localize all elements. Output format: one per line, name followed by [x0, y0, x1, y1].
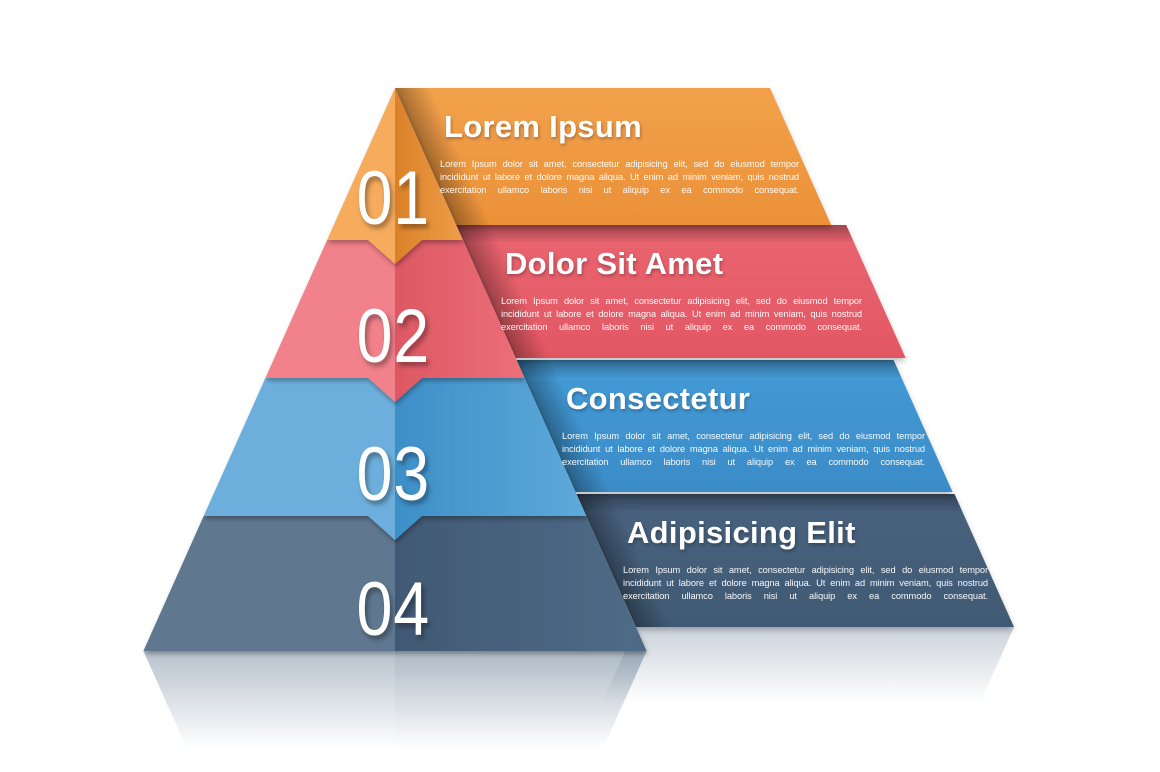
pyramid-reflection — [143, 651, 647, 772]
pyramid-slice-2-right-face — [395, 240, 525, 402]
pyramid-slice-2 — [265, 240, 525, 402]
banner-3 — [516, 360, 953, 492]
banner-1 — [395, 88, 832, 225]
pyramid-slice-2-left-face — [265, 240, 395, 402]
banner-4-reflection — [576, 627, 1014, 760]
banner-1-fold-shadow — [395, 88, 491, 225]
pyramid-slice-1-left-face — [327, 88, 395, 264]
pyramid-slice-3-right-face — [395, 378, 587, 540]
pyramid-slice-1 — [327, 88, 463, 264]
banner-3-fold-shadow — [516, 360, 610, 492]
banner-4 — [576, 494, 1014, 627]
banner-4-top-shadow — [576, 494, 963, 511]
banner-2-top-shadow — [456, 225, 854, 242]
pyramid-slice-1-right-face — [395, 88, 463, 264]
pyramid-slice-4-left-face — [143, 516, 395, 651]
pyramid-slice-3 — [203, 378, 587, 540]
banner-4-fold-shadow — [576, 494, 670, 627]
pyramid-slice-3-left-face — [203, 378, 395, 540]
pyramid-slice-4-right-face — [395, 516, 647, 651]
banner-2 — [456, 225, 906, 358]
banner-2-fold-shadow — [456, 225, 550, 358]
banner-3-top-shadow — [516, 360, 902, 377]
pyramid-slice-4 — [143, 516, 647, 651]
